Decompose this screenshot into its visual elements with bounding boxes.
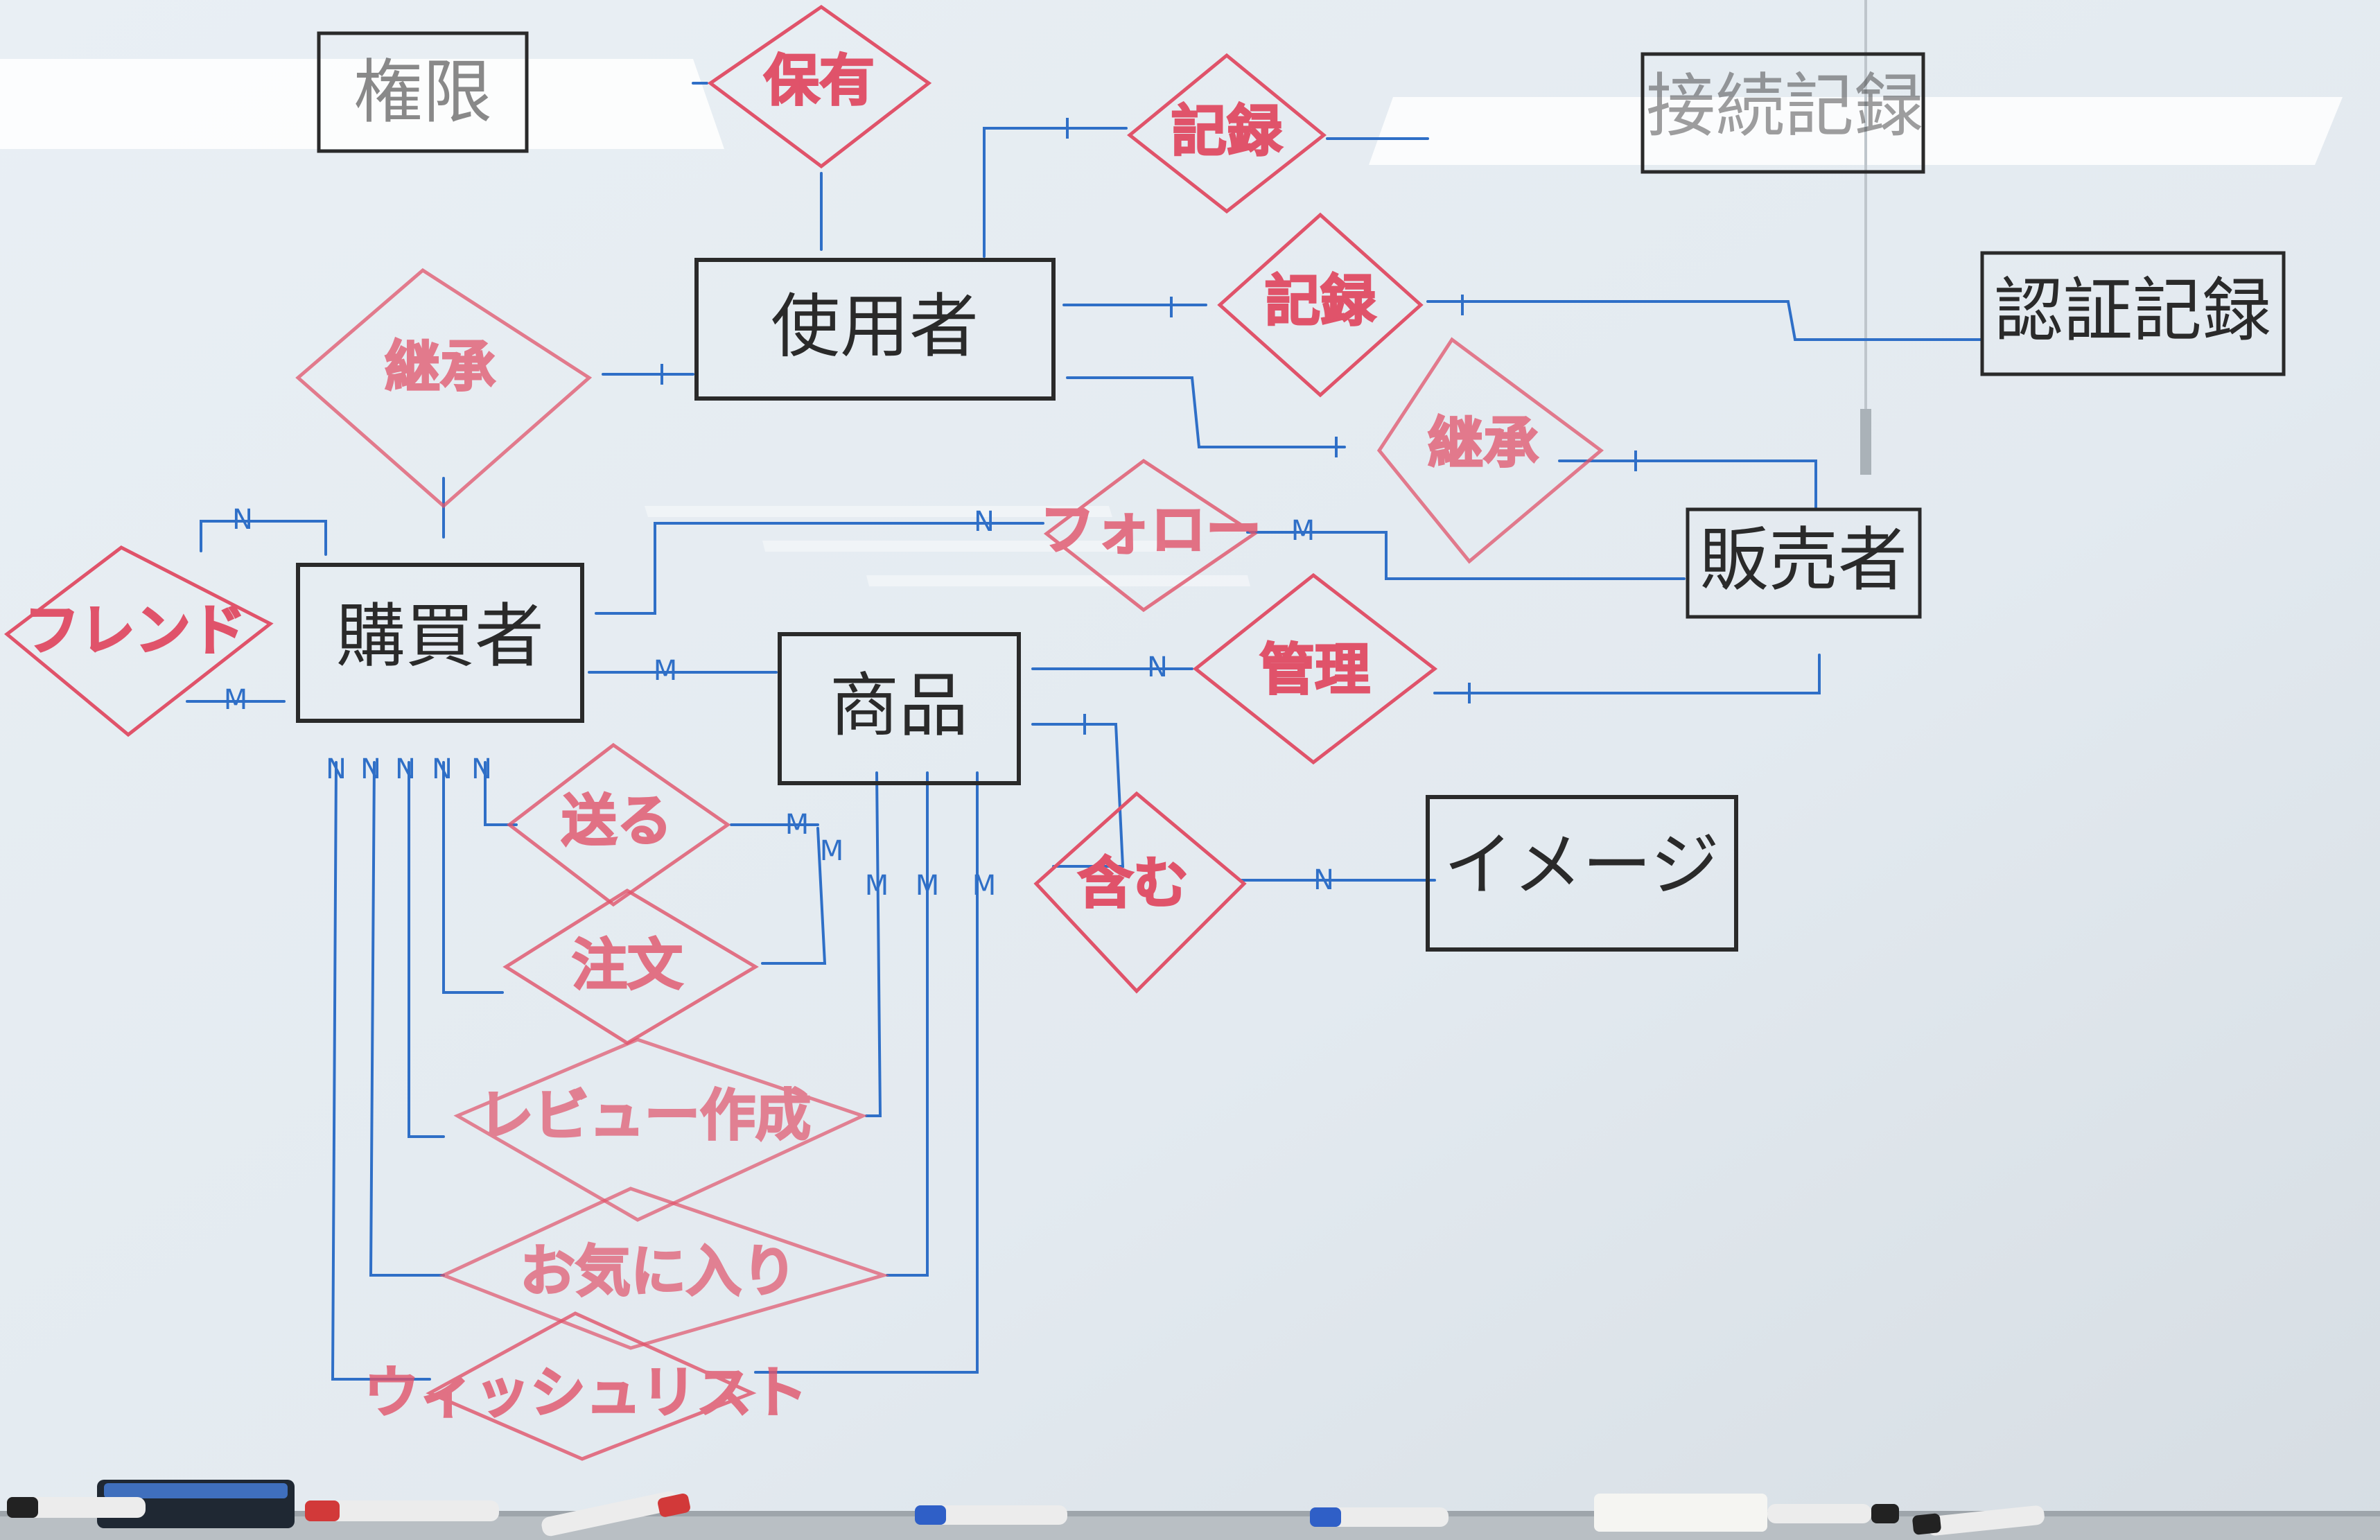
relationship-inherit-seller-label: 継承 [1428,411,1539,475]
relationship-order-label: 注文 [572,933,683,997]
entity-seller-label: 販売者 [1699,519,1907,600]
relationship-friend-label: フレンド [24,598,246,663]
entity-auth-log: 認証記録 [1980,251,2286,376]
entity-user: 使用者 [694,258,1056,401]
cardinality-buyer-n2: N [360,753,381,785]
cardinality-buyer-n3: N [395,753,416,785]
marker-black-2 [1767,1504,1899,1523]
relationship-manage: 管理 [1192,572,1438,765]
relationship-review-label: レビュー作成 [478,1083,811,1148]
relationship-inherit-buyer: 継承 [295,268,593,509]
entity-image-label: イメージ [1444,824,1720,905]
entity-user-label: 使用者 [771,286,979,367]
eraser-2 [1594,1494,1767,1532]
marker-black-3 [1912,1505,2045,1536]
entity-image: イメージ [1426,795,1738,952]
cardinality-buyer-n5: N [471,753,492,785]
entity-buyer: 購買者 [296,563,584,723]
relationship-own: 保有 [707,4,932,169]
relationship-record-auth-label: 記録 [1265,269,1376,333]
light-glare [0,59,2343,586]
relationship-send: 送る [506,742,731,907]
cardinality-buyer-product: M [654,655,678,687]
relationship-follow-label: フォロー [1040,498,1261,562]
entity-authority-label: 権限 [353,51,492,132]
entity-login-log-label: 接続記録 [1646,65,1923,146]
entity-auth-log-label: 認証記録 [1994,270,2271,351]
cardinality-friend-top: N [232,504,253,536]
cardinality-buyer-n1: N [326,753,347,785]
entity-product: 商品 [778,632,1021,785]
entity-buyer-label: 購買者 [336,595,544,676]
marker-red-2 [541,1491,690,1537]
cardinality-manage-product: N [1147,651,1168,683]
entity-login-log: 接続記録 [1640,52,1925,174]
relationship-wishlist-label: ウィッシュリスト [364,1360,807,1425]
cardinality-send-m: M [785,809,810,841]
relationship-own-label: 保有 [764,49,875,113]
relationship-wishlist: ウィッシュリスト [362,1311,810,1461]
cardinality-wish-m: M [972,870,997,902]
cardinality-buyer-n4: N [432,753,453,785]
relationship-record-auth: 記録 [1217,212,1424,398]
relationship-record-login-label: 記録 [1171,99,1282,164]
connector-lines [186,82,1984,1381]
marker-blue-2 [1310,1507,1449,1527]
relationship-send-label: 送る [561,789,672,853]
cardinality-follow-seller: M [1291,515,1315,547]
relationship-contain: 含む [1033,791,1247,994]
cardinality-review-m: M [865,870,889,902]
marker-black-1 [7,1497,146,1518]
relationship-contain-label: 含む [1078,851,1189,916]
relationship-friend: フレンド [3,545,274,737]
entity-product-label: 商品 [830,665,968,746]
cardinality-contain-image: N [1313,864,1334,896]
cardinality-order-m: M [820,835,844,867]
cardinality-follow-buyer: N [974,506,995,538]
eraser [97,1480,295,1528]
entity-seller: 販売者 [1686,507,1922,619]
marker-blue-1 [915,1505,1067,1525]
tick-marks [660,118,1637,735]
relationship-manage-label: 管理 [1259,638,1370,702]
cardinality-favorite-m: M [916,870,940,902]
relationship-favorite: お気に入り [439,1187,890,1350]
relationship-order: 注文 [502,889,759,1045]
cardinality-friend-bottom: M [224,684,248,716]
entity-authority: 権限 [317,31,529,153]
relationship-follow: フォロー [1038,458,1263,613]
relationship-inherit-seller: 継承 [1376,337,1604,564]
relationship-review: レビュー作成 [453,1038,868,1222]
relationship-inherit-buyer-label: 継承 [385,335,496,399]
relationship-favorite-label: お気に入り [520,1239,797,1304]
relationship-record-login: 記録 [1127,53,1327,214]
string-clip [1860,409,1871,475]
marker-red-1 [305,1500,499,1521]
